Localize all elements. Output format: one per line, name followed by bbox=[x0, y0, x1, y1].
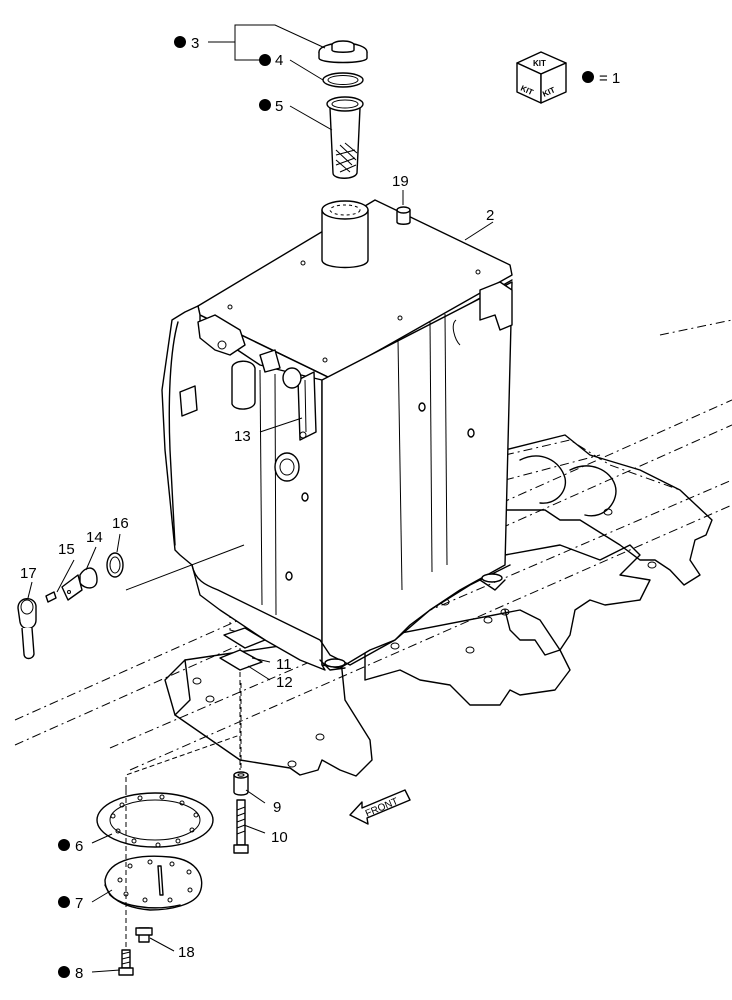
callout-12: 12 bbox=[276, 674, 293, 691]
callout-15: 15 bbox=[58, 541, 75, 558]
callout-13: 13 bbox=[234, 428, 251, 445]
kit-marker-dot bbox=[259, 54, 271, 66]
callout-label-10: 10 bbox=[271, 829, 288, 846]
callout-9: 9 bbox=[273, 799, 281, 816]
callout-label-16: 16 bbox=[112, 515, 129, 532]
callout-label-11: 11 bbox=[276, 656, 292, 673]
kit-marker-dot bbox=[259, 99, 271, 111]
subframe-right bbox=[364, 434, 713, 706]
callout-18: 18 bbox=[178, 944, 195, 961]
callout-label-5: 5 bbox=[275, 98, 283, 115]
hydraulic-tank bbox=[161, 199, 513, 671]
kit-legend-text: = 1 bbox=[599, 70, 620, 87]
callout-5: 5 bbox=[259, 98, 283, 115]
callout-label-4: 4 bbox=[275, 52, 283, 69]
front-arrow-icon: FRONT bbox=[349, 789, 411, 825]
callout-label-17: 17 bbox=[20, 565, 37, 582]
callout-11: 11 bbox=[276, 656, 292, 673]
kit-marker-dot bbox=[58, 839, 70, 851]
callout-label-6: 6 bbox=[75, 838, 83, 855]
callouts: 2 3 4 5 6 7 8 9 10 bbox=[20, 35, 494, 982]
callout-2: 2 bbox=[486, 207, 494, 224]
filler-cap-assembly bbox=[318, 40, 368, 179]
callout-10: 10 bbox=[271, 829, 288, 846]
bottom-parts bbox=[96, 627, 266, 976]
callout-17: 17 bbox=[20, 565, 37, 582]
callout-label-3: 3 bbox=[191, 35, 199, 52]
callout-3: 3 bbox=[174, 35, 199, 52]
kit-marker-dot bbox=[582, 71, 594, 83]
kit-marker-dot bbox=[174, 36, 186, 48]
kit-cube-icon: KIT KIT KIT bbox=[516, 51, 567, 104]
kit-marker-dot bbox=[58, 896, 70, 908]
callout-label-15: 15 bbox=[58, 541, 75, 558]
callout-label-12: 12 bbox=[276, 674, 293, 691]
callout-7: 7 bbox=[58, 895, 83, 912]
kit-face-top: KIT bbox=[533, 59, 546, 68]
kit-marker-dot bbox=[58, 966, 70, 978]
leader-lines bbox=[27, 24, 494, 973]
suction-fittings bbox=[17, 552, 124, 660]
callout-label-14: 14 bbox=[86, 529, 103, 546]
callout-label-2: 2 bbox=[486, 207, 494, 224]
callout-4: 4 bbox=[259, 52, 283, 69]
callout-6: 6 bbox=[58, 838, 83, 855]
callout-label-9: 9 bbox=[273, 799, 281, 816]
kit-legend: KIT KIT KIT = 1 bbox=[516, 51, 620, 104]
callout-label-18: 18 bbox=[178, 944, 195, 961]
callout-8: 8 bbox=[58, 965, 83, 982]
callout-label-7: 7 bbox=[75, 895, 83, 912]
callout-16: 16 bbox=[112, 515, 129, 532]
callout-19: 19 bbox=[392, 173, 409, 190]
callout-label-8: 8 bbox=[75, 965, 83, 982]
callout-14: 14 bbox=[86, 529, 103, 546]
callout-label-13: 13 bbox=[234, 428, 251, 445]
callout-label-19: 19 bbox=[392, 173, 409, 190]
